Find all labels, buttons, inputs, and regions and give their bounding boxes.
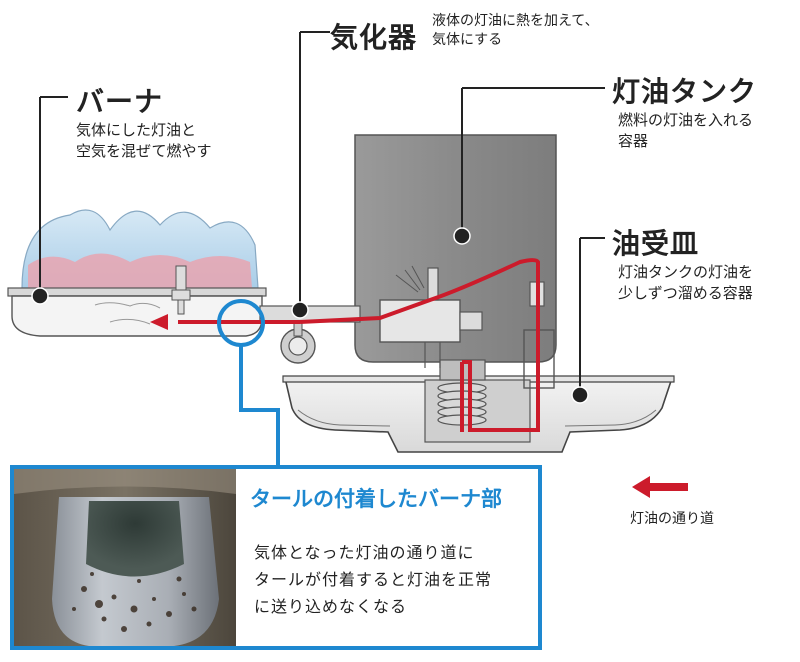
vaporizer-desc-line-1: 液体の灯油に熱を加えて、 (432, 13, 599, 29)
vaporizer-desc-line-2: 気体にする (432, 32, 503, 48)
tray-title: 油受皿 (612, 227, 700, 260)
callout-body-line-3: に送り込めなくなる (254, 597, 408, 616)
legend-arrow-icon (632, 476, 688, 498)
leader-lines (39, 31, 605, 395)
callout-body-line-2: タールが付着すると灯油を正常 (254, 570, 493, 589)
tank-desc-line-2: 容器 (618, 132, 649, 150)
tar-callout: タールの付着したバーナ部 気体となった灯油の通り道に タールが付着すると灯油を正… (10, 465, 542, 650)
tank-title: 灯油タンク (612, 75, 758, 108)
leader-dots (31, 227, 589, 404)
vaporizer-title: 気化器 (330, 21, 418, 54)
burner-desc-line-1: 気体にした灯油と (76, 121, 197, 139)
burner-title: バーナ (76, 85, 164, 118)
legend-label: 灯油の通り道 (630, 511, 714, 527)
tray-desc-line-1: 灯油タンクの灯油を (618, 263, 754, 281)
magnifier (217, 299, 280, 465)
burner-desc-line-2: 空気を混ぜて燃やす (76, 142, 212, 160)
oil-path-arrowhead (150, 314, 168, 330)
burner (7, 209, 267, 337)
tar-burner-photo (14, 469, 236, 646)
tank-desc-line-1: 燃料の灯油を入れる (618, 111, 754, 129)
callout-title: タールの付着したバーナ部 (250, 487, 502, 511)
tray-desc-line-2: 少しずつ溜める容器 (618, 284, 753, 302)
oil-path (178, 258, 540, 432)
callout-body-line-1: 気体となった灯油の通り道に (254, 543, 475, 562)
oil-tray (282, 359, 675, 453)
